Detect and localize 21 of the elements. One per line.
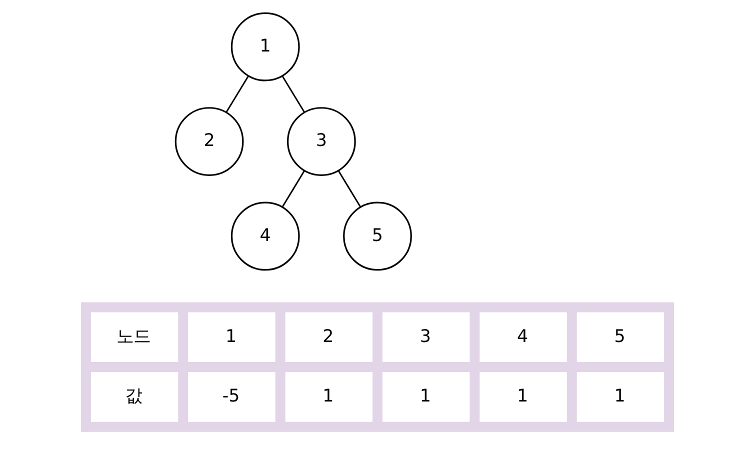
node-circle: 4 bbox=[230, 202, 300, 271]
label: 4 bbox=[517, 326, 528, 347]
label: 1 bbox=[517, 386, 528, 407]
connector bbox=[282, 76, 306, 113]
label: -5 bbox=[222, 386, 240, 407]
label: 값 bbox=[125, 386, 142, 407]
label: 1 bbox=[322, 386, 334, 407]
label: 1 bbox=[420, 386, 431, 407]
node-circle: 1 bbox=[230, 12, 300, 82]
label: 1 bbox=[614, 386, 626, 407]
connector bbox=[226, 76, 249, 113]
label: 5 bbox=[614, 326, 626, 347]
label: 노드 bbox=[116, 326, 150, 347]
node-circle: 2 bbox=[174, 107, 244, 176]
label: 2 bbox=[322, 326, 334, 347]
node-circle: 5 bbox=[343, 202, 412, 271]
connector bbox=[338, 170, 362, 208]
label: 3 bbox=[420, 326, 431, 347]
node-circle: 3 bbox=[286, 107, 356, 176]
connector bbox=[282, 170, 305, 208]
label: 1 bbox=[225, 326, 237, 347]
